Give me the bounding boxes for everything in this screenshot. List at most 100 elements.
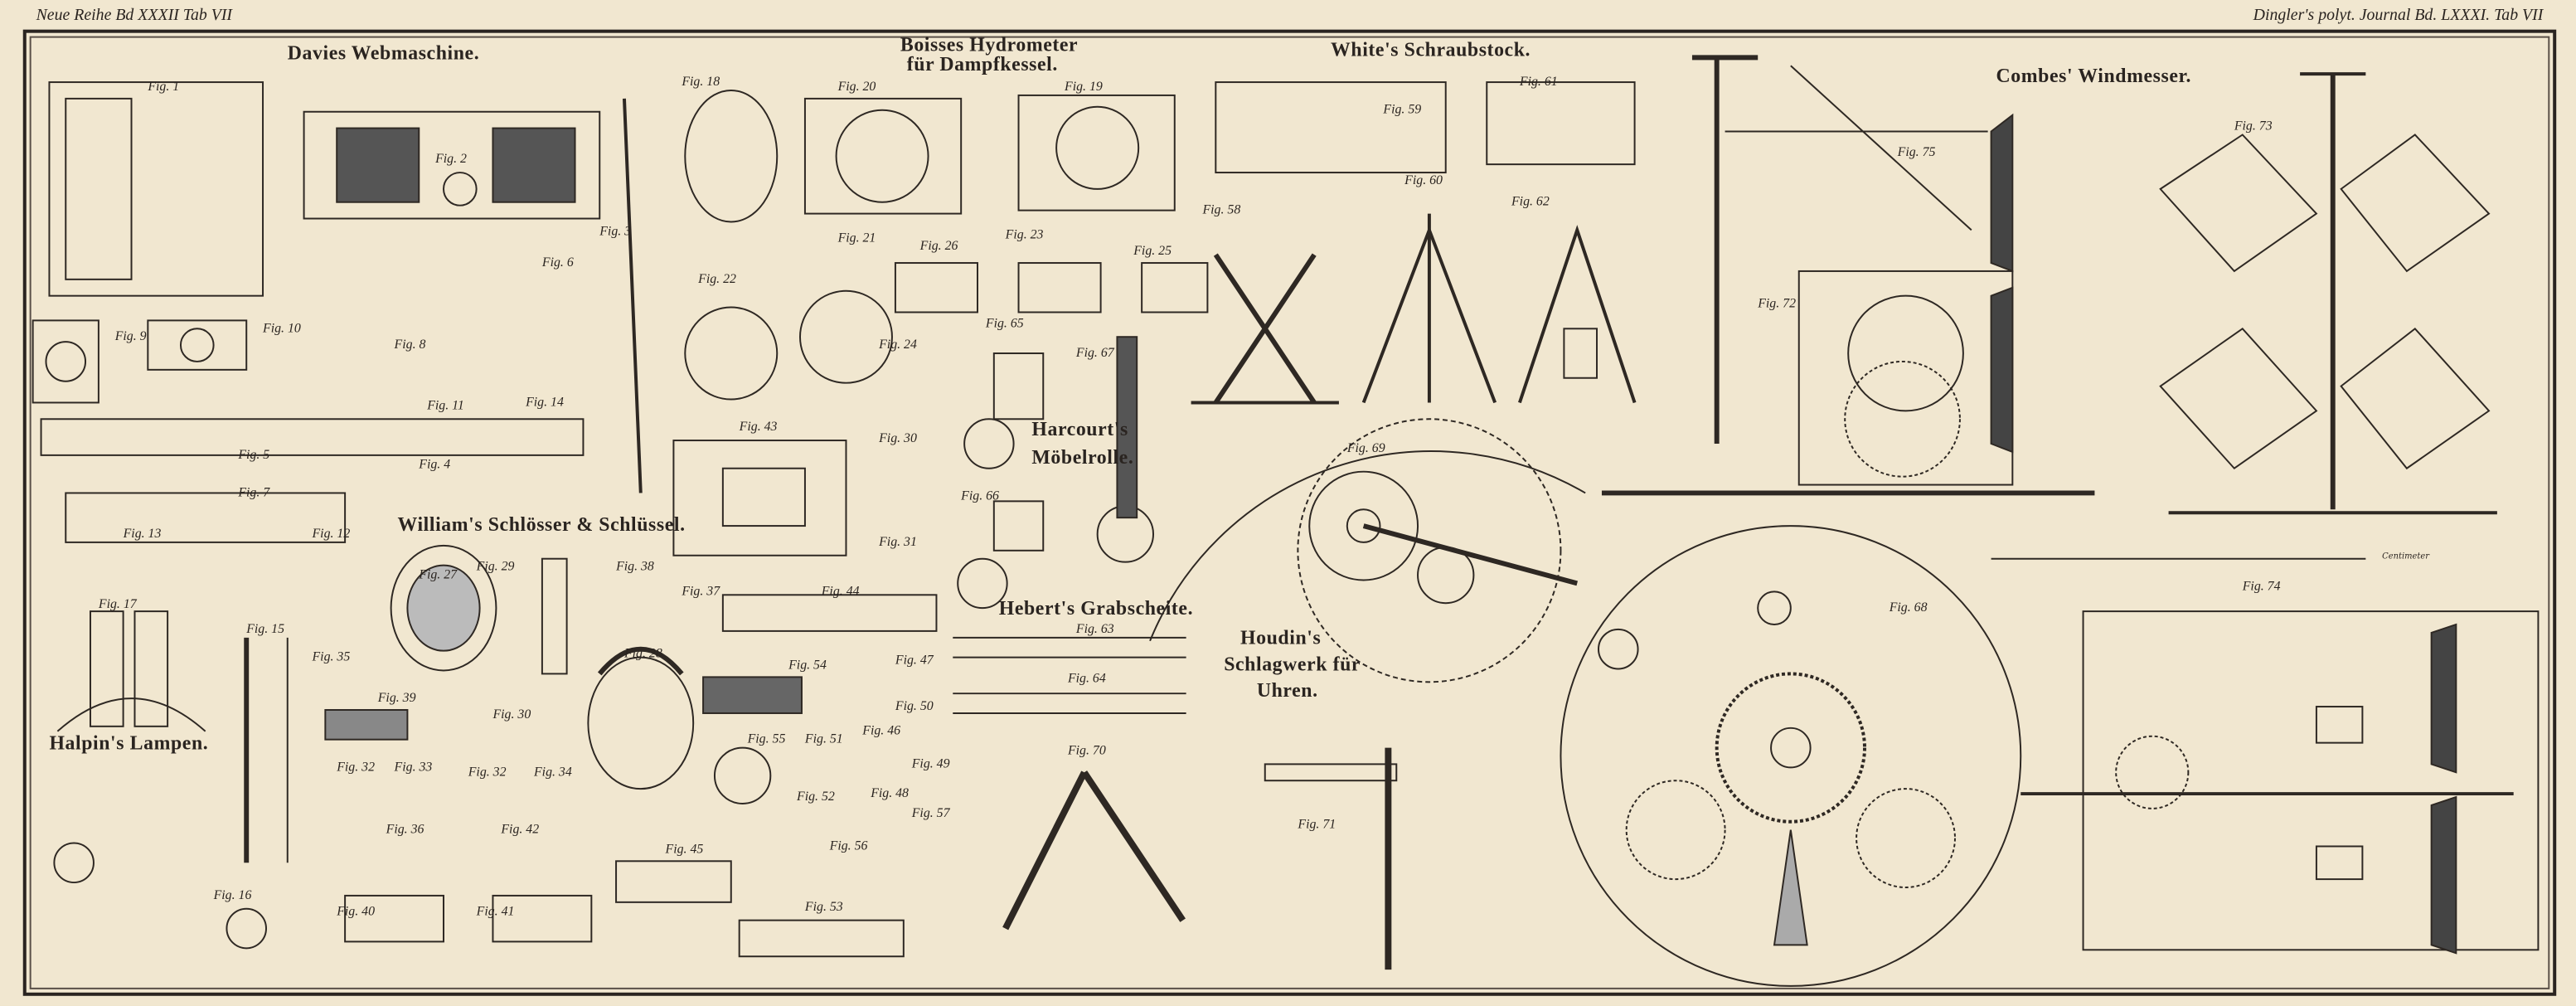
plate-frame xyxy=(22,29,2557,996)
title-harcourt-roller-2: Möbelrolle. xyxy=(1031,445,1134,469)
figure-label: Fig. 33 xyxy=(394,759,433,775)
figure-label: Fig. 60 xyxy=(1404,173,1443,187)
figure-label: Fig. 18 xyxy=(682,74,720,90)
figure-label: Fig. 72 xyxy=(1758,295,1796,311)
figure-label: Fig. 4 xyxy=(419,456,451,472)
figure-label: Fig. 61 xyxy=(1519,74,1558,90)
figure-label: Fig. 8 xyxy=(394,337,426,352)
figure-label: Fig. 7 xyxy=(238,484,270,500)
figure-label: Fig. 15 xyxy=(246,621,285,636)
title-william-locks: William's Schlösser & Schlüssel. xyxy=(397,513,686,536)
title-harcourt-roller: Harcourt's xyxy=(1031,417,1128,441)
title-combes-anemometer: Combes' Windmesser. xyxy=(1996,64,2191,88)
figure-label: Fig. 54 xyxy=(788,657,827,673)
figure-label: Fig. 6 xyxy=(541,255,574,270)
figure-label: Fig. 38 xyxy=(616,558,654,574)
figure-label: Fig. 56 xyxy=(829,838,868,853)
figure-label: Fig. 64 xyxy=(1067,670,1106,686)
figure-label: Fig. 55 xyxy=(747,731,786,746)
figure-label: Fig. 46 xyxy=(862,722,901,738)
figure-label: Fig. 17 xyxy=(98,596,137,612)
figure-label: Fig. 14 xyxy=(526,394,564,410)
figure-label: Fig. 24 xyxy=(879,337,917,352)
figure-label: Fig. 20 xyxy=(837,79,876,94)
furniture-roller-drawing xyxy=(953,336,1398,970)
figure-label: Fig. 65 xyxy=(985,315,1024,331)
figure-label: Fig. 16 xyxy=(213,887,252,902)
volume-header-left: Neue Reihe Bd XXXII Tab VII xyxy=(36,6,233,25)
figure-label: Fig. 19 xyxy=(1065,79,1103,94)
figure-label: Fig. 47 xyxy=(895,652,934,668)
figure-label: Fig. 45 xyxy=(665,841,704,857)
figure-label: Fig. 63 xyxy=(1075,621,1114,636)
clock-striking-drawing xyxy=(1149,418,2022,987)
figure-label: Fig. 29 xyxy=(476,558,515,574)
hydrometer-drawing xyxy=(684,89,1209,401)
figure-label: Fig. 53 xyxy=(804,898,843,914)
figure-label: Fig. 9 xyxy=(114,328,147,344)
figure-label: Fig. 59 xyxy=(1383,101,1422,117)
figure-label: Fig. 27 xyxy=(419,566,458,582)
figure-label: Fig. 39 xyxy=(377,690,416,706)
figure-label: Fig. 1 xyxy=(148,79,180,94)
figure-label: Fig. 73 xyxy=(2234,118,2273,134)
title-houdin-2: Schlagwerk für xyxy=(1224,652,1361,676)
title-white-vice: White's Schraubstock. xyxy=(1331,37,1531,61)
figure-label: Fig. 32 xyxy=(337,759,375,775)
figure-label: Fig. 21 xyxy=(837,230,876,245)
figure-label: Fig. 57 xyxy=(911,804,950,820)
figure-label: Fig. 66 xyxy=(961,488,999,503)
title-halpin-lamps: Halpin's Lampen. xyxy=(49,731,209,755)
figure-label: Fig. 36 xyxy=(386,821,424,837)
figure-label: Fig. 74 xyxy=(2242,578,2281,594)
figure-label: Fig. 13 xyxy=(123,526,162,541)
figure-label: Fig. 42 xyxy=(501,821,540,837)
figure-label: Fig. 48 xyxy=(871,785,909,800)
figure-label: Fig. 40 xyxy=(337,903,375,919)
volume-header-right: Dingler's polyt. Journal Bd. LXXXI. Tab … xyxy=(2253,6,2544,25)
figure-label: Fig. 10 xyxy=(263,320,301,336)
figure-label: Fig. 52 xyxy=(797,789,835,804)
vice-drawing xyxy=(1191,81,1637,405)
figure-label: Fig. 37 xyxy=(682,583,720,599)
figure-label: Fig. 49 xyxy=(911,756,950,771)
figure-label: Fig. 11 xyxy=(427,397,464,413)
figure-label: Fig. 34 xyxy=(533,764,572,780)
figure-label: Fig. 28 xyxy=(623,645,662,661)
figure-label: Fig. 25 xyxy=(1133,243,1172,259)
figure-label: Fig. 32 xyxy=(468,764,507,780)
figure-label: Fig. 70 xyxy=(1067,742,1106,758)
figure-label: Fig. 75 xyxy=(1897,144,1936,160)
lamp-drawing xyxy=(53,610,289,950)
figure-label: Fig. 23 xyxy=(1005,226,1044,242)
figure-label: Fig. 69 xyxy=(1346,440,1385,455)
title-boisse-hydrometer: Boisses Hydrometer xyxy=(900,32,1079,56)
title-boisse-hydrometer-2: für Dampfkessel. xyxy=(906,52,1058,76)
figure-label: Fig. 30 xyxy=(492,707,531,722)
figure-label: Fig. 43 xyxy=(739,419,778,435)
figure-label: Fig. 3 xyxy=(599,223,632,239)
figure-label: Fig. 22 xyxy=(698,270,736,286)
figure-label: Fig. 5 xyxy=(238,446,270,462)
figure-label: Fig. 71 xyxy=(1298,816,1337,832)
anemometer-drawing xyxy=(1601,55,2540,955)
figure-label: Fig. 41 xyxy=(476,903,515,919)
lock-drawing xyxy=(324,440,938,958)
title-houdin-3: Uhren. xyxy=(1256,678,1318,702)
scale-label: Centimeter xyxy=(2382,552,2429,562)
loom-drawing xyxy=(32,81,643,543)
figure-label: Fig. 26 xyxy=(919,238,958,254)
title-hebert-spades: Hebert's Grabscheite. xyxy=(998,596,1194,620)
figure-label: Fig. 44 xyxy=(821,583,860,599)
figure-label: Fig. 12 xyxy=(312,526,351,541)
title-houdin-1: Houdin's xyxy=(1240,625,1322,649)
figure-label: Fig. 62 xyxy=(1511,193,1550,209)
figure-label: Fig. 35 xyxy=(312,649,351,664)
figure-label: Fig. 2 xyxy=(435,151,467,167)
figure-label: Fig. 30 xyxy=(879,430,917,445)
figure-label: Fig. 68 xyxy=(1889,600,1928,615)
title-davies-loom: Davies Webmaschine. xyxy=(287,41,480,65)
figure-label: Fig. 31 xyxy=(879,533,917,549)
